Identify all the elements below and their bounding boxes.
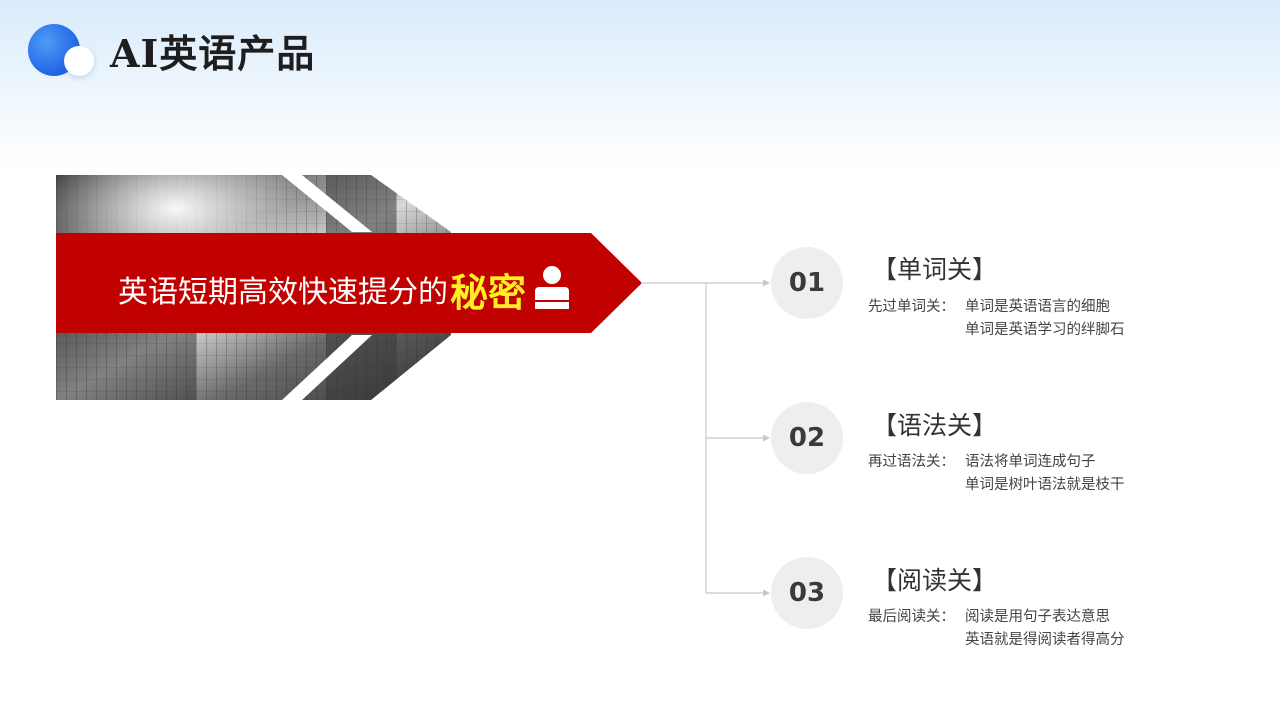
red-arrow xyxy=(56,233,642,333)
person-at-desk-icon xyxy=(534,266,570,312)
step-prefix-2: 再过语法关： xyxy=(868,454,955,470)
logo-circle-small xyxy=(64,46,94,76)
step-desc-3: 最后阅读关： 阅读是用句子表达意思 英语就是得阅读者得高分 xyxy=(868,606,1125,652)
white-stripe-top xyxy=(282,175,372,232)
banner-highlight: 秘密 xyxy=(450,269,527,315)
banner-headline: 英语短期高效快速提分的 秘密 xyxy=(118,259,570,319)
banner-text: 英语短期高效快速提分的 xyxy=(118,275,448,310)
white-stripe-bottom xyxy=(282,335,372,400)
step-line1-2: 语法将单词连成句子 xyxy=(965,454,1096,470)
step-title-3: 【阅读关】 xyxy=(872,566,998,595)
step-line1-1: 单词是英语语言的细胞 xyxy=(965,299,1110,315)
banner: 英语短期高效快速提分的 秘密 xyxy=(56,175,646,400)
step-number-1: 01 xyxy=(771,247,843,319)
step-number-3: 03 xyxy=(771,557,843,629)
logo xyxy=(28,24,98,80)
step-prefix-3: 最后阅读关： xyxy=(868,609,955,625)
step-desc-1: 先过单词关： 单词是英语语言的细胞 单词是英语学习的绊脚石 xyxy=(868,296,1125,342)
step-line2-2: 单词是树叶语法就是枝干 xyxy=(965,477,1125,493)
page-title: AI英语产品 xyxy=(110,31,316,76)
step-line1-3: 阅读是用句子表达意思 xyxy=(965,609,1110,625)
step-line2-3: 英语就是得阅读者得高分 xyxy=(965,632,1125,648)
step-line2-1: 单词是英语学习的绊脚石 xyxy=(965,322,1125,338)
building-photo xyxy=(56,175,642,400)
step-desc-2: 再过语法关： 语法将单词连成句子 单词是树叶语法就是枝干 xyxy=(868,451,1125,497)
step-title-1: 【单词关】 xyxy=(872,255,998,284)
step-title-2: 【语法关】 xyxy=(872,411,998,440)
step-prefix-1: 先过单词关： xyxy=(868,299,955,315)
step-number-2: 02 xyxy=(771,402,843,474)
